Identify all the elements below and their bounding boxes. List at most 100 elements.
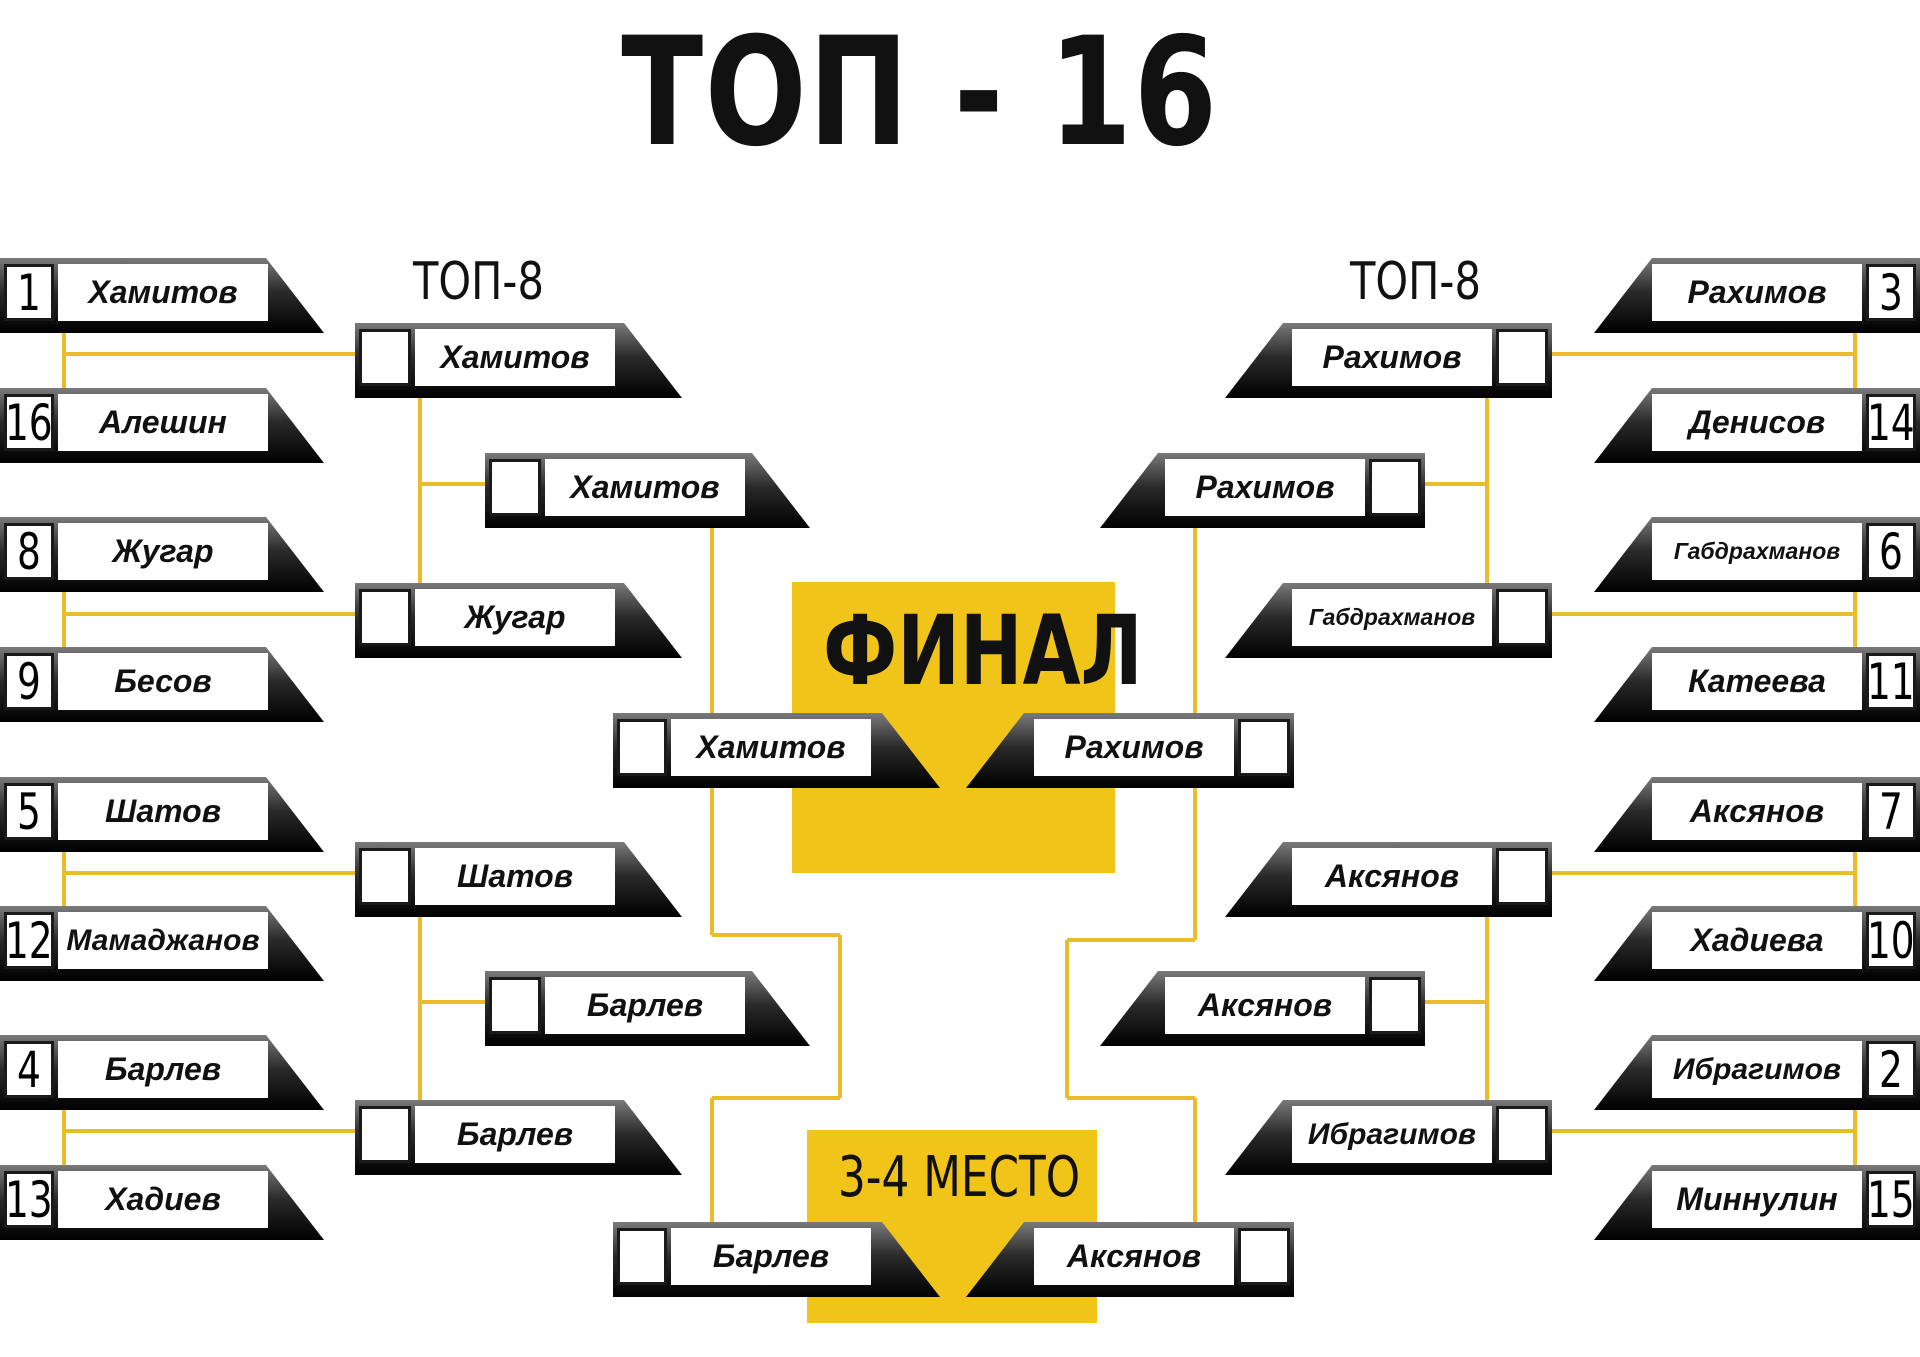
final-label: ФИНАЛ <box>823 595 1143 707</box>
score-box <box>359 329 411 386</box>
seed-value: 8 <box>17 522 41 581</box>
seed-number: 10 <box>1866 911 1916 970</box>
player-name: Аксянов <box>1292 848 1492 905</box>
right-qf-slot: Аксянов <box>1225 842 1552 917</box>
score-box <box>489 977 541 1034</box>
right-top8-label: ТОП-8 <box>1350 252 1481 312</box>
left-r16-slot: 8 Жугар <box>0 517 324 592</box>
left-top8-label: ТОП-8 <box>413 252 544 312</box>
right-sf-slot: Аксянов <box>1100 971 1425 1046</box>
player-name: Жугар <box>415 589 615 646</box>
player-name: Денисов <box>1652 394 1862 451</box>
seed-number: 3 <box>1866 263 1916 322</box>
seed-value: 9 <box>17 652 41 711</box>
player-name: Рахимов <box>1165 459 1365 516</box>
final-right-slot: Рахимов <box>966 713 1294 788</box>
player-name: Шатов <box>415 848 615 905</box>
player-name: Катеева <box>1652 653 1862 710</box>
score-box <box>1496 329 1548 386</box>
player-name: Мамаджанов <box>58 912 268 969</box>
player-name: Жугар <box>58 523 268 580</box>
score-box <box>1369 459 1421 516</box>
score-box <box>617 1228 667 1285</box>
left-r16-slot: 4 Барлев <box>0 1035 324 1110</box>
seed-number: 8 <box>4 522 54 581</box>
left-sf-slot: Хамитов <box>485 453 810 528</box>
score-box <box>1238 1228 1290 1285</box>
player-name: Хадиев <box>58 1171 268 1228</box>
player-name: Барлев <box>58 1041 268 1098</box>
player-name: Хамитов <box>671 719 871 776</box>
seed-number: 15 <box>1866 1170 1916 1229</box>
left-qf-slot: Жугар <box>355 583 682 658</box>
score-box <box>489 459 541 516</box>
score-box <box>617 719 667 776</box>
player-name: Ибрагимов <box>1292 1106 1492 1163</box>
right-sf-slot: Рахимов <box>1100 453 1425 528</box>
score-box <box>359 589 411 646</box>
page-title: ТОП - 16 <box>621 6 1219 180</box>
seed-number: 7 <box>1866 783 1916 841</box>
player-name: Миннулин <box>1652 1171 1862 1228</box>
player-name: Аксянов <box>1165 977 1365 1034</box>
right-qf-slot: Рахимов <box>1225 323 1552 398</box>
player-name: Хамитов <box>58 264 268 321</box>
seed-value: 4 <box>17 1040 41 1099</box>
seed-value: 3 <box>1879 263 1903 322</box>
seed-value: 12 <box>5 911 53 970</box>
seed-number: 5 <box>4 782 54 841</box>
seed-number: 6 <box>1866 522 1916 581</box>
player-name: Аксянов <box>1034 1228 1234 1285</box>
score-box <box>1496 848 1548 905</box>
player-name: Хамитов <box>545 459 745 516</box>
seed-number: 9 <box>4 652 54 711</box>
player-name: Бесов <box>58 653 268 710</box>
seed-number: 14 <box>1866 394 1916 452</box>
seed-value: 2 <box>1879 1040 1903 1099</box>
seed-number: 16 <box>4 393 54 452</box>
seed-value: 6 <box>1879 522 1903 581</box>
seed-value: 10 <box>1867 911 1915 970</box>
score-box <box>1496 589 1548 646</box>
score-box <box>1238 719 1290 776</box>
left-r16-slot: 9 Бесов <box>0 647 324 722</box>
seed-number: 2 <box>1866 1040 1916 1099</box>
seed-number: 13 <box>4 1170 54 1229</box>
seed-value: 16 <box>5 393 53 452</box>
seed-number: 11 <box>1866 653 1916 711</box>
left-qf-slot: Хамитов <box>355 323 682 398</box>
third-right-slot: Аксянов <box>966 1222 1294 1297</box>
third-place-label: 3-4 МЕСТО <box>838 1145 1081 1210</box>
seed-number: 4 <box>4 1040 54 1099</box>
score-box <box>359 848 411 905</box>
player-name: Ибрагимов <box>1652 1041 1862 1098</box>
score-box <box>1369 977 1421 1034</box>
seed-number: 12 <box>4 911 54 970</box>
final-left-slot: Хамитов <box>613 713 940 788</box>
right-r16-slot: 2 Ибрагимов <box>1594 1035 1920 1110</box>
player-name: Рахимов <box>1652 264 1862 321</box>
third-left-slot: Барлев <box>613 1222 940 1297</box>
seed-value: 15 <box>1867 1170 1915 1229</box>
score-box <box>1496 1106 1548 1163</box>
right-qf-slot: Ибрагимов <box>1225 1100 1552 1175</box>
player-name: Алешин <box>58 394 268 451</box>
right-qf-slot: Габдрахманов <box>1225 583 1552 658</box>
seed-value: 13 <box>5 1170 53 1229</box>
seed-number: 1 <box>4 264 54 322</box>
left-qf-slot: Барлев <box>355 1100 682 1175</box>
player-name: Хадиева <box>1652 912 1862 969</box>
player-name: Барлев <box>545 977 745 1034</box>
player-name: Барлев <box>415 1106 615 1163</box>
seed-value: 5 <box>17 782 41 841</box>
